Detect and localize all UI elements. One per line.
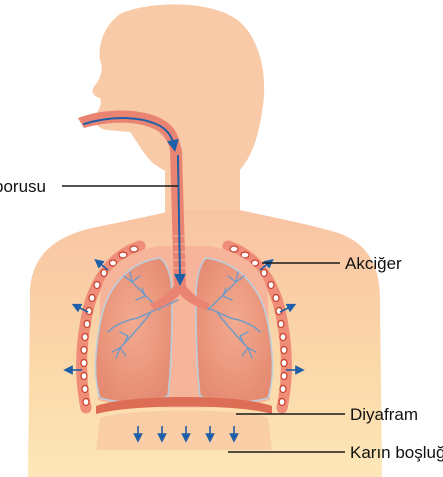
label-diaphragm: Diyafram: [350, 406, 418, 423]
label-trachea: borusu: [0, 178, 46, 195]
label-lung: Akciğer: [345, 255, 402, 272]
abdomen-contour: [96, 411, 272, 451]
label-abdominal-cavity: Karın boşluğu: [350, 444, 443, 461]
